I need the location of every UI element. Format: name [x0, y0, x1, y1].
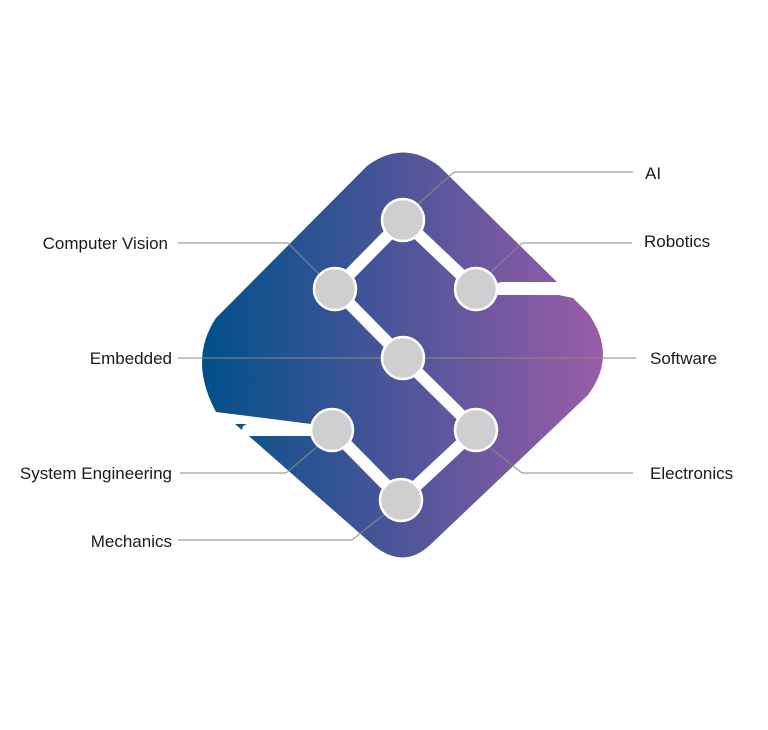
node-software-embedded	[380, 335, 426, 381]
leader-mechanics	[178, 512, 387, 541]
leader-electronics	[487, 445, 633, 474]
leader-system-engineering	[180, 445, 319, 474]
labels: AI Robotics Software Electronics Compute…	[20, 164, 733, 551]
label-software: Software	[650, 349, 717, 368]
label-mechanics: Mechanics	[91, 532, 172, 551]
node-ai	[380, 197, 426, 243]
label-computer-vision: Computer Vision	[43, 234, 168, 253]
leader-lines	[178, 171, 636, 541]
node-robotics	[453, 266, 499, 312]
leader-computer-vision	[178, 242, 321, 276]
label-embedded: Embedded	[90, 349, 172, 368]
label-robotics: Robotics	[644, 232, 710, 251]
node-system-engineering	[309, 407, 355, 453]
label-electronics: Electronics	[650, 464, 733, 483]
node-mechanics	[378, 477, 424, 523]
label-ai: AI	[645, 164, 661, 183]
node-electronics	[453, 407, 499, 453]
nodes	[309, 197, 499, 523]
node-computer-vision	[312, 266, 358, 312]
label-system-engineering: System Engineering	[20, 464, 172, 483]
leader-robotics	[487, 242, 632, 276]
leader-ai	[416, 171, 633, 206]
